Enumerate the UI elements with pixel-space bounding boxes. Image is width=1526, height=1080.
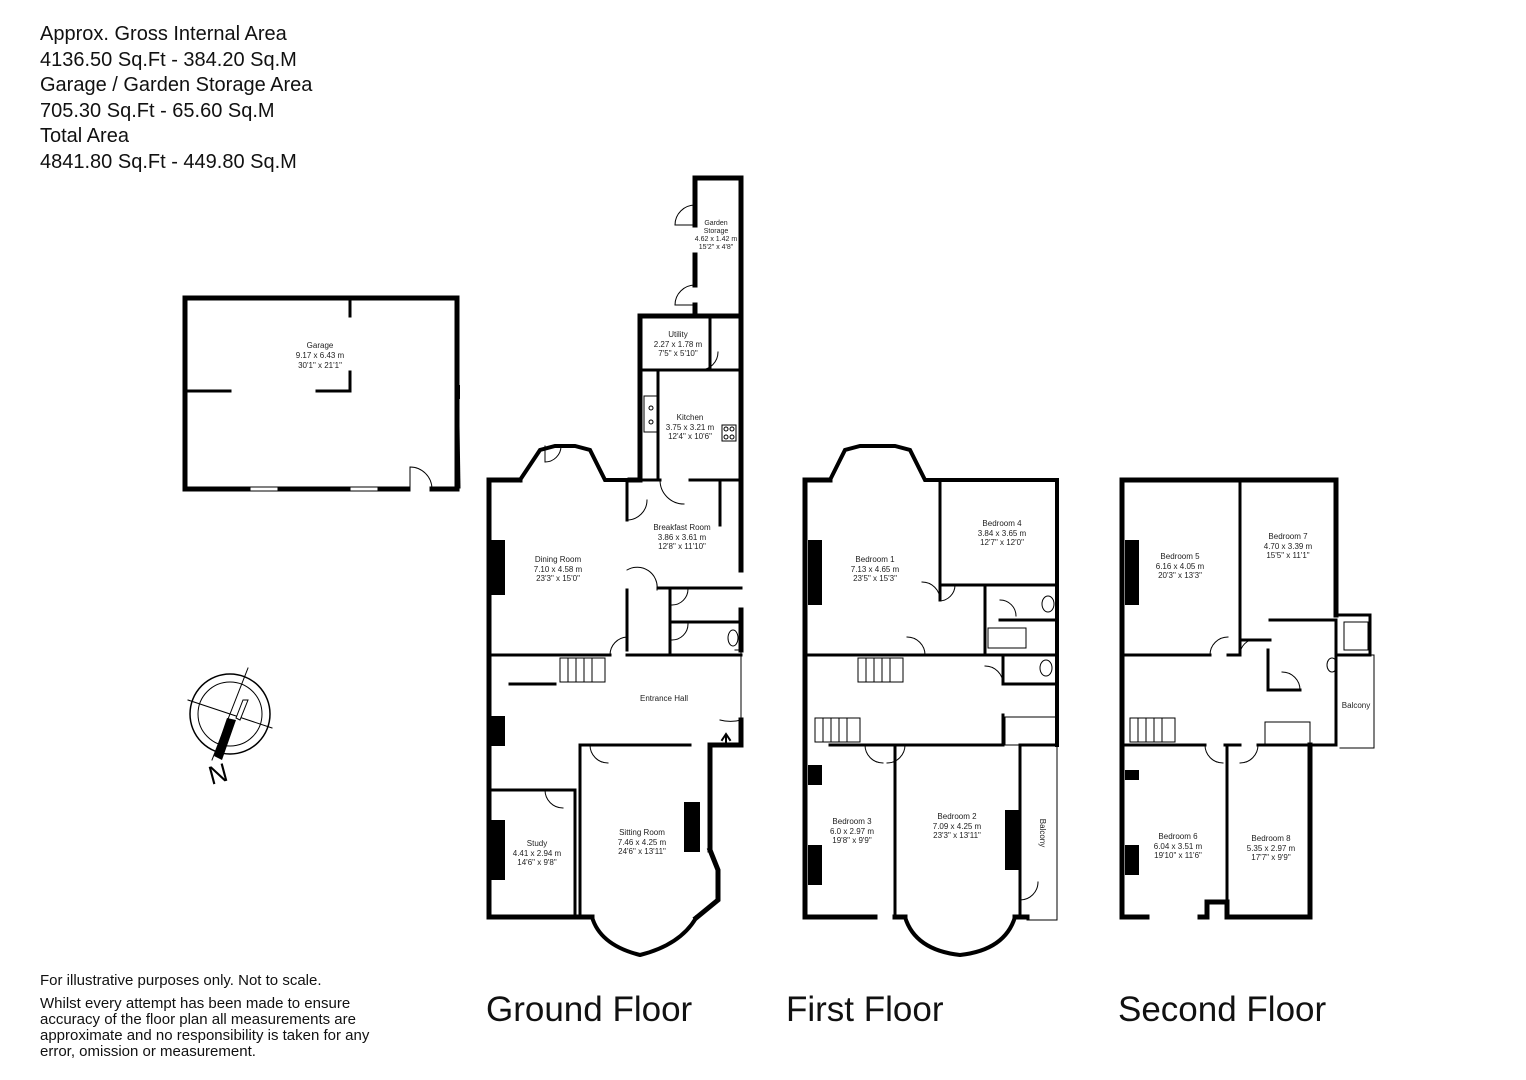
garage-storage-area-value: 705.30 Sq.Ft - 65.60 Sq.M [40, 99, 275, 122]
bedroom5-label: Bedroom 5 [1160, 552, 1200, 561]
dining-room-label: Dining Room [535, 555, 582, 564]
balcony-first-label: Balcony [1038, 819, 1047, 847]
bedroom6-imperial: 19'10" x 11'6" [1154, 851, 1202, 860]
bedroom6-label: Bedroom 6 [1158, 832, 1198, 841]
study-label: Study [527, 839, 547, 848]
ground-floor-outline [486, 313, 744, 958]
compass-icon [187, 667, 273, 761]
garden-storage-label-1: Garden [704, 220, 727, 227]
bedroom8-label: Bedroom 8 [1251, 834, 1291, 843]
area-summary: Approx. Gross Internal Area 4136.50 Sq.F… [40, 22, 312, 175]
sitting-room-label: Sitting Room [619, 828, 665, 837]
bedroom1-metric: 7.13 x 4.65 m [851, 565, 900, 574]
utility-label: Utility [668, 330, 688, 339]
total-area-heading: Total Area [40, 125, 129, 147]
second-floor-title: Second Floor [1118, 990, 1327, 1029]
breakfast-room-metric: 3.86 x 3.61 m [658, 533, 707, 542]
ground-floor-title: Ground Floor [486, 990, 693, 1029]
utility-imperial: 7'5" x 5'10" [658, 349, 698, 358]
kitchen-imperial: 12'4" x 10'6" [668, 432, 712, 441]
total-area-value: 4841.80 Sq.Ft - 449.80 Sq.M [40, 150, 297, 173]
bedroom8-imperial: 17'7" x 9'9" [1251, 853, 1291, 862]
bedroom2-metric: 7.09 x 4.25 m [933, 822, 982, 831]
bedroom8-metric: 5.35 x 2.97 m [1247, 844, 1296, 853]
bedroom5-imperial: 20'3" x 13'3" [1158, 571, 1202, 580]
dining-room-imperial: 23'3" x 15'0" [536, 574, 580, 583]
bedroom4-metric: 3.84 x 3.65 m [978, 529, 1027, 538]
garage-storage-area-heading: Garage / Garden Storage Area [40, 74, 313, 96]
sitting-room-metric: 7.46 x 4.25 m [618, 838, 667, 847]
first-floor-outline [802, 444, 1059, 958]
breakfast-room-imperial: 12'8" x 11'10" [658, 542, 706, 551]
bedroom7-label: Bedroom 7 [1268, 532, 1308, 541]
second-floor-outline [1119, 477, 1375, 920]
kitchen-label: Kitchen [677, 413, 704, 422]
bedroom6-metric: 6.04 x 3.51 m [1154, 842, 1203, 851]
garage-label: Garage [307, 341, 334, 350]
bedroom4-label: Bedroom 4 [982, 519, 1022, 528]
garage-outline [182, 295, 461, 492]
disclaimer-line-2: Whilst every attempt has been made to en… [40, 995, 370, 1060]
bedroom1-label: Bedroom 1 [855, 555, 895, 564]
balcony-second-label: Balcony [1342, 701, 1370, 710]
bedroom3-imperial: 19'8" x 9'9" [832, 836, 872, 845]
bedroom3-metric: 6.0 x 2.97 m [830, 827, 874, 836]
room-labels: Garage 9.17 x 6.43 m 30'1" x 21'1" Garde… [296, 220, 1370, 867]
kitchen-metric: 3.75 x 3.21 m [666, 423, 715, 432]
breakfast-room-label: Breakfast Room [653, 523, 711, 532]
garden-storage-label-2: Storage [704, 228, 729, 235]
study-metric: 4.41 x 2.94 m [513, 849, 562, 858]
bedroom3-label: Bedroom 3 [832, 817, 872, 826]
entrance-hall-label: Entrance Hall [640, 694, 688, 703]
bedroom4-imperial: 12'7" x 12'0" [980, 538, 1024, 547]
disclaimer-line-1: For illustrative purposes only. Not to s… [40, 972, 322, 989]
bedroom5-metric: 6.16 x 4.05 m [1156, 562, 1205, 571]
gross-internal-area-heading: Approx. Gross Internal Area [40, 23, 287, 45]
compass-north-label: N [205, 757, 231, 791]
disclaimer: For illustrative purposes only. Not to s… [40, 973, 400, 1060]
first-floor-title: First Floor [786, 990, 944, 1029]
garage-metric: 9.17 x 6.43 m [296, 351, 345, 360]
garage-imperial: 30'1" x 21'1" [298, 361, 342, 370]
utility-metric: 2.27 x 1.78 m [654, 340, 703, 349]
garden-storage-metric: 4.62 x 1.42 m [695, 236, 738, 243]
bedroom2-label: Bedroom 2 [937, 812, 977, 821]
gross-internal-area-value: 4136.50 Sq.Ft - 384.20 Sq.M [40, 48, 297, 71]
sitting-room-imperial: 24'6" x 13'11" [618, 847, 666, 856]
dining-room-metric: 7.10 x 4.58 m [534, 565, 583, 574]
bedroom2-imperial: 23'3" x 13'11" [933, 831, 981, 840]
garden-storage-imperial: 15'2" x 4'8" [699, 244, 734, 251]
bedroom1-imperial: 23'5" x 15'3" [853, 574, 897, 583]
study-imperial: 14'6" x 9'8" [517, 858, 557, 867]
bedroom7-metric: 4.70 x 3.39 m [1264, 542, 1313, 551]
bedroom7-imperial: 15'5" x 11'1" [1266, 551, 1309, 560]
